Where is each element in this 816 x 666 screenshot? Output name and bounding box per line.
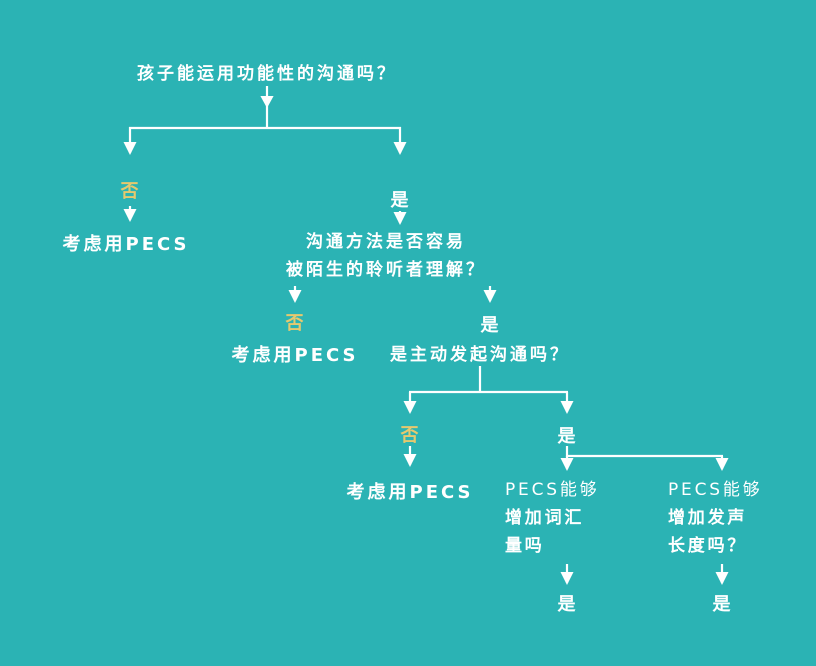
question-2-line-2: 被陌生的聆听者理解？ (286, 260, 486, 280)
question-4b-line-3: 长度吗？ (668, 536, 748, 556)
result-consider-pecs-3: 考虑用PECS (346, 482, 474, 503)
label-yes-2: 是 (480, 315, 500, 336)
connectors-group (123, 86, 729, 585)
question-increase-vocabulary: PECS能够 增加词汇 量吗 (505, 476, 599, 560)
label-yes-3: 是 (557, 426, 577, 447)
label-no-2: 否 (285, 313, 305, 334)
result-consider-pecs-1: 考虑用PECS (62, 234, 190, 255)
question-4b-line-2: 增加发声 (668, 508, 748, 528)
question-4a-line-1: PECS能够 (505, 480, 600, 500)
label-yes-1: 是 (390, 190, 410, 211)
label-no-1: 否 (120, 181, 140, 202)
question-4a-line-3: 量吗 (505, 536, 545, 556)
question-increase-utterance-length: PECS能够 增加发声 长度吗？ (668, 476, 762, 560)
question-initiates-communication: 是主动发起沟通吗？ (390, 345, 570, 365)
label-no-3: 否 (400, 425, 420, 446)
question-4a-line-2: 增加词汇 (505, 508, 585, 528)
result-consider-pecs-2: 考虑用PECS (231, 345, 359, 366)
arrowhead-q1-down (260, 96, 274, 108)
label-yes-4b: 是 (712, 594, 732, 615)
label-yes-4a: 是 (557, 594, 577, 615)
question-understood-by-strangers: 沟通方法是否容易 被陌生的聆听者理解？ (286, 228, 486, 284)
question-2-line-1: 沟通方法是否容易 (306, 232, 466, 252)
question-functional-communication: 孩子能运用功能性的沟通吗？ (137, 64, 397, 84)
question-4b-line-1: PECS能够 (668, 480, 763, 500)
